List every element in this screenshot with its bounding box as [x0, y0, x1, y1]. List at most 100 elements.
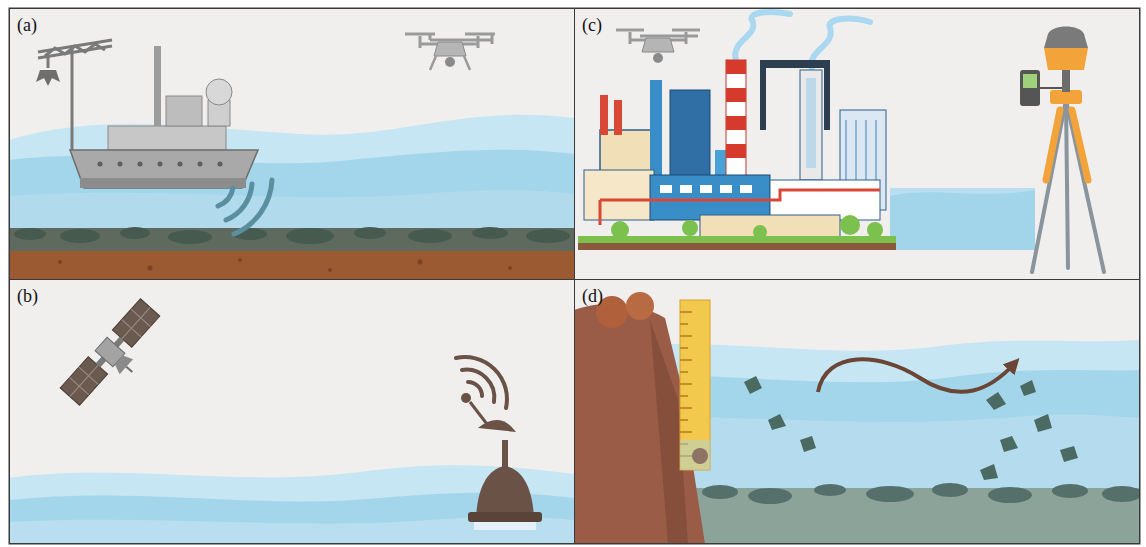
- industrial-coast-scene: [735, 12, 870, 70]
- industrial-coast-scene: [1072, 110, 1088, 180]
- coastal-erosion-scene: [680, 323, 688, 325]
- survey-ship-scene: [408, 229, 452, 243]
- industrial-coast-scene: [1032, 100, 1066, 272]
- survey-ship-scene: [328, 268, 332, 272]
- industrial-coast-scene: [642, 38, 674, 52]
- satellite-buoy-scene: [468, 382, 482, 396]
- industrial-coast-scene: [616, 29, 644, 32]
- survey-ship-scene: [286, 228, 334, 244]
- industrial-coast-scene: [700, 215, 840, 237]
- panel-frame: (d): [574, 279, 1140, 544]
- industrial-coast-scene: [1023, 74, 1037, 88]
- satellite-buoy-scene: [126, 367, 132, 372]
- industrial-coast-scene: [1050, 90, 1082, 104]
- industrial-coast-scene: [824, 60, 830, 130]
- survey-ship-scene: [58, 258, 512, 272]
- industrial-coast-scene: [680, 185, 692, 193]
- coastal-erosion-scene: [1102, 486, 1140, 502]
- survey-ship-scene: [508, 266, 512, 270]
- survey-ship-scene: [430, 56, 470, 70]
- coastal-erosion-scene: [980, 464, 998, 480]
- survey-ship-scene: [158, 162, 163, 167]
- industrial-coast-scene: [653, 53, 663, 63]
- industrial-coast-scene: [1062, 70, 1070, 92]
- satellite-buoy-scene: [9, 465, 574, 544]
- survey-ship-scene: [218, 188, 233, 206]
- survey-ship-scene: [58, 260, 62, 264]
- survey-ship-scene: [526, 229, 570, 243]
- industrial-coast-scene: [726, 88, 746, 102]
- survey-ship-scene: [354, 227, 386, 239]
- industrial-coast-scene: [726, 60, 746, 190]
- coastal-erosion-scene: [680, 431, 692, 433]
- industrial-coast-scene: [726, 144, 746, 158]
- industrial-coast-scene: [578, 12, 1104, 272]
- industrial-coast-scene: [726, 116, 746, 130]
- coastal-erosion-scene: [986, 392, 1006, 410]
- industrial-coast-scene: [890, 188, 1035, 250]
- industrial-coast-scene: [685, 32, 688, 44]
- industrial-coast-scene: [760, 60, 766, 130]
- coastal-erosion-scene: [680, 383, 692, 385]
- survey-ship-scene: [226, 184, 252, 220]
- survey-ship-scene: [9, 190, 574, 279]
- industrial-coast-scene: [1040, 87, 1062, 89]
- industrial-coast-scene: [770, 180, 880, 220]
- coastal-erosion-scene: [680, 371, 688, 373]
- coastal-erosion-scene: [680, 311, 692, 313]
- panel-frame: (a): [9, 8, 575, 280]
- coastal-erosion-scene: [1020, 380, 1036, 396]
- survey-ship-scene: [419, 36, 422, 48]
- survey-ship-scene: [198, 162, 203, 167]
- survey-ship-scene: [38, 40, 112, 150]
- coastal-erosion-scene: [680, 419, 688, 421]
- coastal-erosion-scene: [748, 488, 792, 504]
- survey-ship-scene: [71, 45, 74, 150]
- industrial-coast-scene: [682, 220, 698, 236]
- survey-ship-scene: [218, 180, 272, 234]
- coastal-erosion-scene: [818, 359, 1014, 392]
- industrial-coast-scene: [660, 185, 672, 193]
- coastal-erosion-scene: [680, 395, 688, 397]
- survey-ship-scene: [14, 228, 46, 240]
- industrial-coast-scene: [726, 60, 746, 74]
- satellite-buoy-scene: [60, 299, 160, 406]
- survey-ship-scene: [70, 150, 258, 188]
- survey-ship-scene: [108, 126, 226, 150]
- industrial-coast-scene: [735, 12, 790, 60]
- satellite-buoy-scene: [9, 299, 574, 544]
- survey-ship-scene: [405, 33, 435, 36]
- industrial-coast-scene: [740, 185, 752, 193]
- survey-ship-scene: [477, 36, 480, 48]
- industrial-coast-scene: [726, 60, 746, 190]
- industrial-coast-scene: [1044, 48, 1088, 70]
- satellite-buoy-scene: [456, 357, 507, 408]
- survey-ship-scene: [36, 70, 60, 86]
- satellite-buoy-scene: [60, 299, 172, 417]
- industrial-coast-scene: [1046, 110, 1060, 180]
- survey-ship-scene: [9, 115, 574, 279]
- survey-ship-scene: [60, 229, 100, 243]
- industrial-coast-scene: [578, 243, 896, 250]
- survey-ship-scene: [238, 258, 242, 262]
- panel-frame: (b): [9, 279, 575, 544]
- survey-ship-scene: [168, 230, 212, 244]
- survey-ship-scene: [430, 39, 492, 42]
- satellite-buoy-scene: [468, 512, 542, 522]
- survey-ship-scene: [234, 180, 272, 234]
- industrial-coast-scene: [1044, 27, 1088, 49]
- coastal-erosion-scene: [680, 347, 688, 349]
- industrial-coast-scene: [1032, 100, 1104, 272]
- coastal-erosion-scene: [768, 414, 786, 430]
- industrial-coast-scene: [584, 170, 654, 220]
- satellite-buoy-scene: [476, 466, 534, 518]
- survey-ship-scene: [9, 228, 574, 252]
- industrial-coast-scene: [840, 215, 860, 235]
- coastal-erosion-scene: [680, 407, 692, 409]
- background: [9, 8, 1140, 544]
- industrial-coast-scene: [720, 185, 732, 193]
- satellite-buoy-scene: [112, 353, 133, 375]
- industrial-coast-scene: [629, 32, 632, 44]
